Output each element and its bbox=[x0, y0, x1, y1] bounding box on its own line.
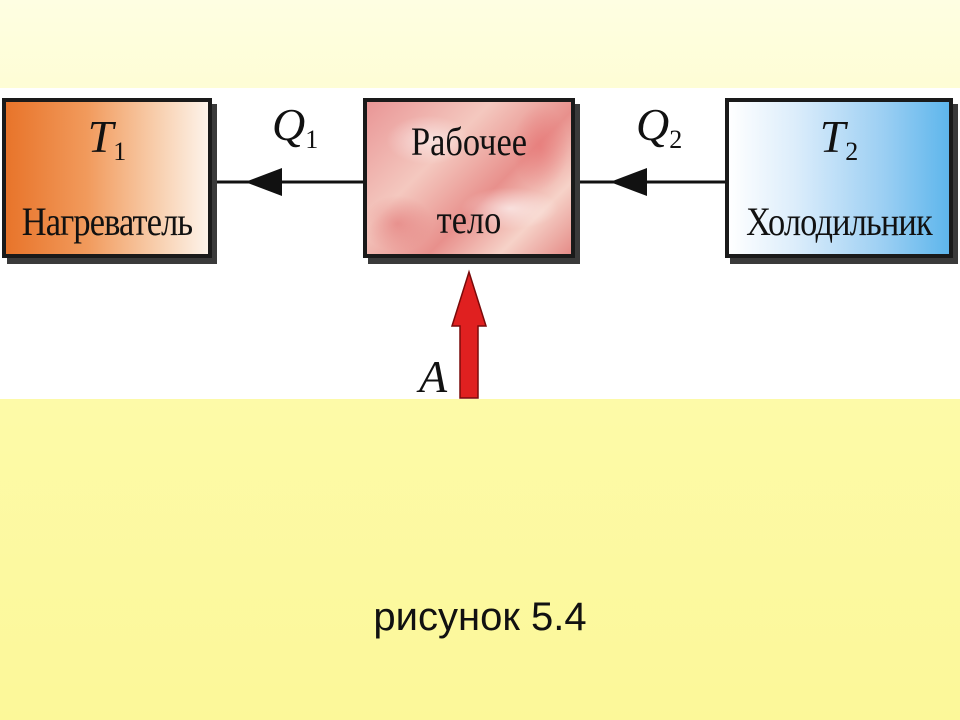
cooler-label: Холодильник bbox=[746, 199, 932, 244]
work-arrow bbox=[450, 269, 488, 399]
q1-label: Q1 bbox=[272, 99, 319, 155]
figure-caption: рисунок 5.4 bbox=[373, 595, 587, 639]
heater-temperature-symbol: T1 bbox=[87, 111, 127, 167]
working-body-box: Рабочее тело bbox=[363, 98, 575, 258]
heater-box: T1 Нагреватель bbox=[2, 98, 212, 258]
cooler-temperature-symbol: T2 bbox=[819, 111, 859, 167]
q1-arrowhead bbox=[245, 168, 282, 196]
working-body-label-line2: тело bbox=[436, 197, 502, 242]
working-body-label-line1: Рабочее bbox=[410, 119, 528, 164]
heater-label: Нагреватель bbox=[21, 199, 193, 244]
q2-label: Q2 bbox=[636, 99, 683, 155]
work-label: A bbox=[419, 351, 448, 402]
cooler-box: T2 Холодильник bbox=[725, 98, 953, 258]
q2-arrowhead bbox=[610, 168, 647, 196]
